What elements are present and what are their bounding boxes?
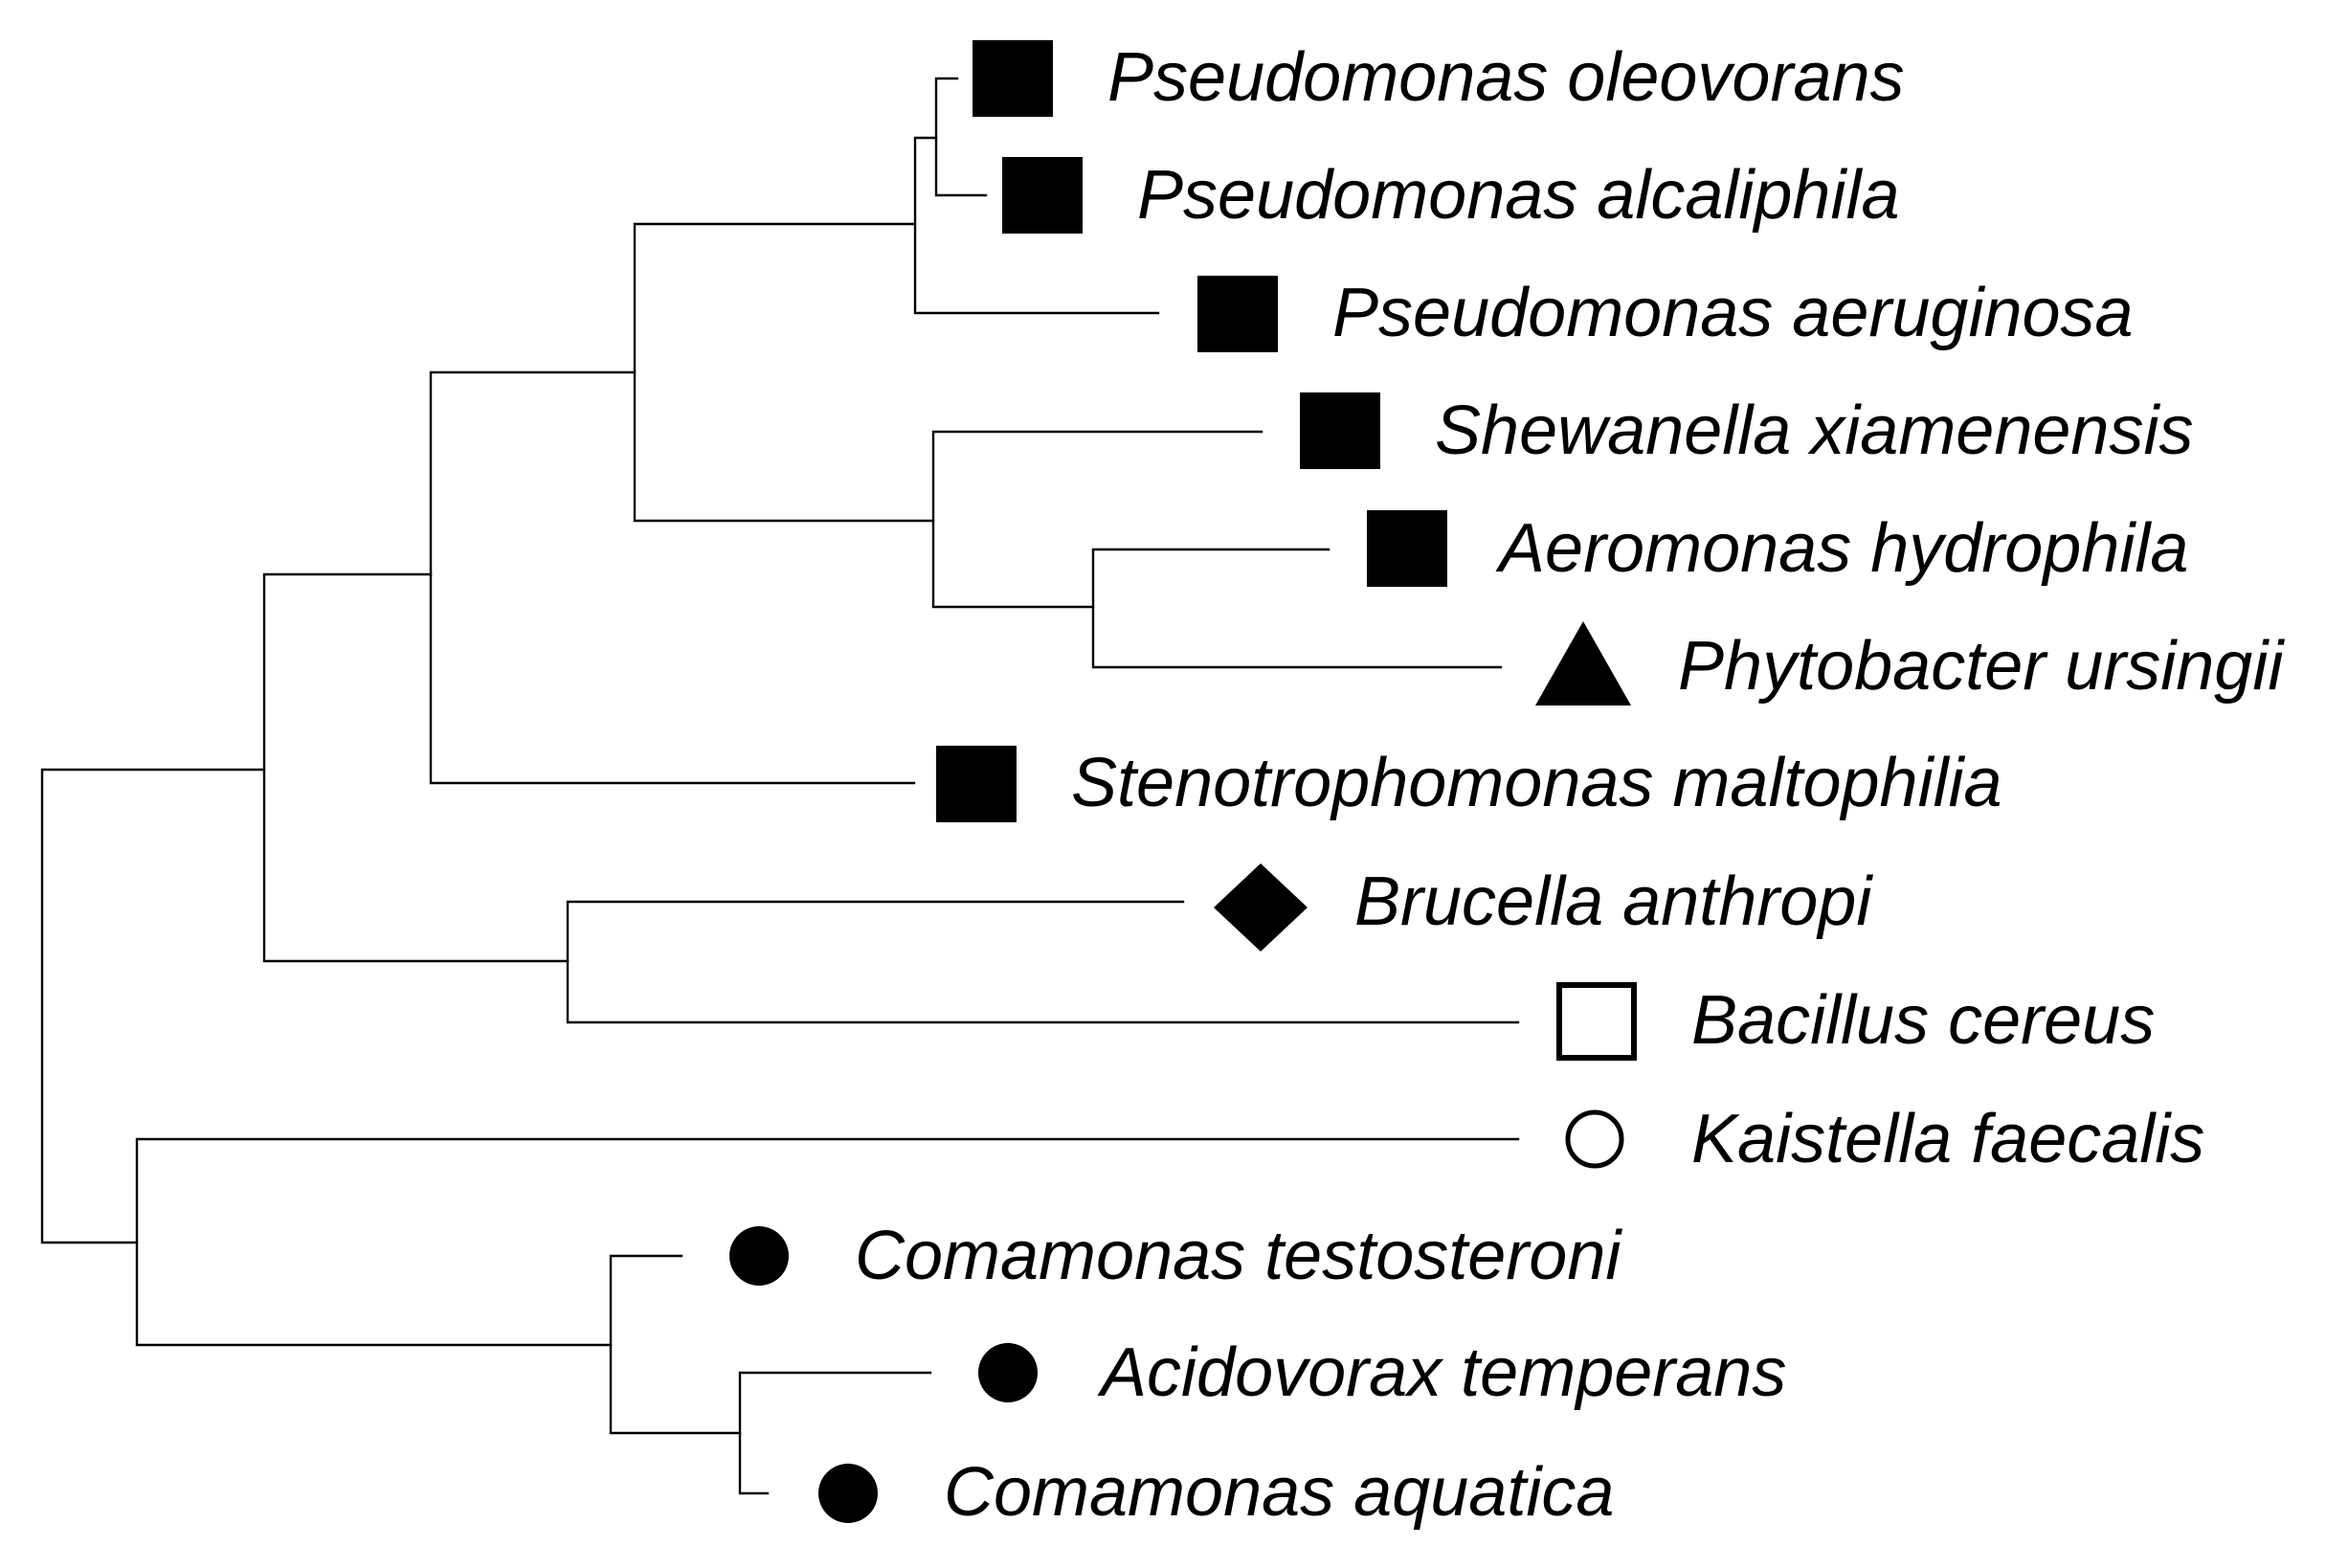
- branch-aeromonas-phytobacter: [1091, 548, 1503, 669]
- branch-acidovorax-aquatica: [738, 1371, 932, 1495]
- filled-circle-icon: [978, 1343, 1038, 1402]
- taxon-label-pseudomonas-aeruginosa: Pseudomonas aeruginosa: [1332, 275, 2134, 351]
- taxon-label-aeromonas-hydrophila: Aeromonas hydrophila: [1495, 510, 2188, 587]
- taxon-label-phytobacter-ursingii: Phytobacter ursingii: [1678, 628, 2285, 705]
- branch-ingroup: [262, 572, 570, 963]
- filled-square-icon: [1197, 276, 1278, 352]
- taxon-label-pseudomonas-oleovorans: Pseudomonas oleovorans: [1107, 39, 1905, 116]
- taxon-label-shewanella-xiamenensis: Shewanella xiamenensis: [1435, 392, 2193, 469]
- open-circle-icon: [1565, 1109, 1624, 1169]
- filled-diamond-icon: [1214, 863, 1308, 952]
- filled-square-icon: [1002, 157, 1083, 234]
- taxon-label-pseudomonas-alcaliphila: Pseudomonas alcaliphila: [1137, 157, 1900, 234]
- filled-square-icon: [973, 40, 1053, 117]
- taxon-label-brucella-anthropi: Brucella anthropi: [1354, 863, 1873, 940]
- branch-brucella-bacillus: [566, 900, 1520, 1024]
- branch-outgroup: [135, 1137, 1520, 1347]
- tree-markers: [729, 40, 1637, 1523]
- branch-root: [40, 768, 266, 1244]
- open-square-icon: [1556, 982, 1637, 1061]
- branch-comamonadaceae: [609, 1254, 742, 1435]
- tree-branches: [40, 77, 1520, 1495]
- filled-square-icon: [1367, 510, 1447, 587]
- taxon-label-comamonas-aquatica: Comamonas aquatica: [944, 1454, 1614, 1531]
- filled-circle-icon: [818, 1464, 878, 1523]
- branch-pseudomonas: [913, 136, 1160, 315]
- taxon-label-kaistella-faecalis: Kaistella faecalis: [1691, 1101, 2204, 1177]
- taxon-label-stenotrophomonas-maltophilia: Stenotrophomonas maltophilia: [1071, 745, 2002, 821]
- taxon-label-comamonas-testosteroni: Comamonas testosteroni: [855, 1218, 1622, 1294]
- filled-circle-icon: [729, 1226, 789, 1286]
- taxon-label-bacillus-cereus: Bacillus cereus: [1691, 982, 2155, 1059]
- filled-square-icon: [1300, 392, 1380, 469]
- branch-shewanella-aeromonas: [931, 430, 1263, 609]
- branch-pseudomonas-pair: [934, 77, 988, 197]
- branch-gamma: [633, 222, 935, 523]
- tree-labels: Pseudomonas oleovorans Pseudomonas alcal…: [855, 39, 2285, 1531]
- filled-triangle-icon: [1535, 621, 1631, 706]
- branch-core: [429, 370, 916, 785]
- taxon-label-acidovorax-temperans: Acidovorax temperans: [1097, 1334, 1786, 1411]
- filled-square-icon: [936, 746, 1017, 822]
